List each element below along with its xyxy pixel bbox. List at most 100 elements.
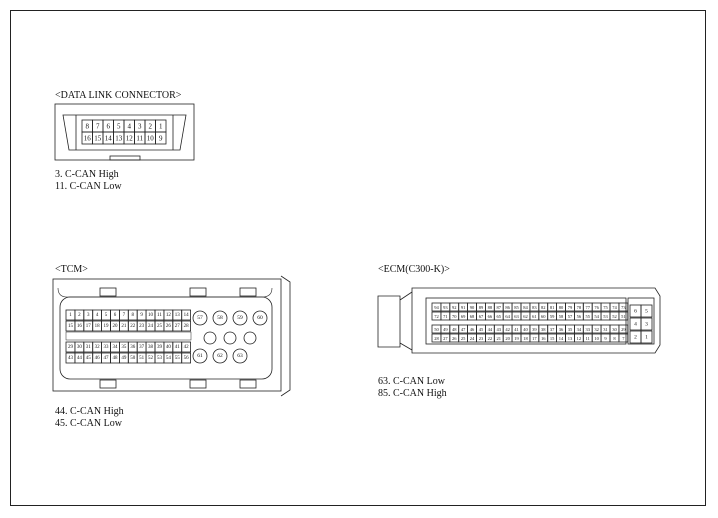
pin-number: 39 xyxy=(157,345,163,350)
pin-number: 34 xyxy=(577,327,582,332)
pin-number: 51 xyxy=(621,314,626,319)
ecm-pin-note: 63. C-CAN Low xyxy=(378,376,445,387)
pin-number: 43 xyxy=(68,356,74,361)
pin-number: 91 xyxy=(461,305,466,310)
pin-number: 12 xyxy=(126,135,134,143)
pin-number: 87 xyxy=(497,305,502,310)
tcm-cavity xyxy=(243,331,257,345)
pin-number: 53 xyxy=(157,356,163,361)
pin-number: 40 xyxy=(523,327,528,332)
pin-number: 26 xyxy=(166,324,172,329)
pin-number: 54 xyxy=(594,314,599,319)
pin-number: 64 xyxy=(505,314,510,319)
pin-number: 63 xyxy=(237,353,243,359)
pin-number: 24 xyxy=(148,324,154,329)
pin-number: 57 xyxy=(568,314,573,319)
ecm-housing xyxy=(411,287,661,354)
tcm-inner-shroud xyxy=(59,296,273,380)
tcm-lock-tab xyxy=(239,379,257,389)
pin-number: 69 xyxy=(461,314,466,319)
tcm-large-pin xyxy=(192,310,208,326)
pin-number: 3 xyxy=(87,313,90,318)
pin-number: 3 xyxy=(645,322,648,328)
pin-number: 46 xyxy=(95,356,101,361)
pin-cell xyxy=(618,324,629,334)
pin-cell xyxy=(640,330,653,344)
pin-number: 92 xyxy=(452,305,457,310)
tcm-lock-tab xyxy=(189,379,207,389)
pin-number: 50 xyxy=(434,327,439,332)
pin-number: 38 xyxy=(148,345,154,350)
pin-number: 11 xyxy=(157,313,162,318)
pin-number: 13 xyxy=(568,336,573,341)
pin-number: 20 xyxy=(505,336,510,341)
pin-number: 27 xyxy=(443,336,448,341)
pin-number: 13 xyxy=(175,313,181,318)
pin-number: 4 xyxy=(96,313,99,318)
pin-number: 8 xyxy=(132,313,135,318)
dlc-pin-note: 11. C-CAN Low xyxy=(55,181,122,192)
pin-number: 88 xyxy=(488,305,493,310)
pin-number: 29 xyxy=(68,345,74,350)
pin-cell xyxy=(618,333,629,343)
pin-cell xyxy=(181,309,191,321)
pin-number: 72 xyxy=(434,314,439,319)
pin-cell xyxy=(618,302,629,312)
pin-number: 30 xyxy=(77,345,83,350)
pin-number: 30 xyxy=(612,327,617,332)
pin-number: 36 xyxy=(559,327,564,332)
tcm-large-pin xyxy=(212,348,228,364)
pin-number: 82 xyxy=(541,305,546,310)
pin-number: 71 xyxy=(443,314,448,319)
pin-number: 23 xyxy=(479,336,484,341)
pin-number: 66 xyxy=(488,314,493,319)
pin-number: 6 xyxy=(107,123,111,131)
pin-number: 60 xyxy=(257,315,263,321)
pin-number: 16 xyxy=(77,324,83,329)
pin-number: 2 xyxy=(78,313,81,318)
pin-number: 50 xyxy=(130,356,136,361)
pin-number: 16 xyxy=(541,336,546,341)
pin-number: 33 xyxy=(586,327,591,332)
pin-number: 84 xyxy=(523,305,528,310)
pin-number: 19 xyxy=(104,324,110,329)
pin-number: 42 xyxy=(184,345,190,350)
pin-number: 29 xyxy=(621,327,626,332)
pin-number: 25 xyxy=(157,324,163,329)
pin-number: 10 xyxy=(594,336,599,341)
pin-number: 5 xyxy=(105,313,108,318)
pin-number: 53 xyxy=(603,314,608,319)
pin-number: 78 xyxy=(577,305,582,310)
pin-number: 20 xyxy=(112,324,118,329)
pin-number: 7 xyxy=(96,123,100,131)
pin-number: 59 xyxy=(237,315,243,321)
pin-number: 35 xyxy=(121,345,127,350)
pin-number: 45 xyxy=(86,356,92,361)
pin-number: 9 xyxy=(159,135,163,143)
tcm-large-pin xyxy=(252,310,268,326)
ecm-pin-note: 85. C-CAN High xyxy=(378,388,447,399)
dlc-pin-note: 3. C-CAN High xyxy=(55,169,119,180)
pin-number: 48 xyxy=(112,356,118,361)
pin-number: 65 xyxy=(497,314,502,319)
pin-number: 47 xyxy=(104,356,110,361)
tcm-title: <TCM> xyxy=(55,264,88,275)
pin-number: 23 xyxy=(139,324,145,329)
pin-number: 42 xyxy=(505,327,510,332)
tcm-separator-rib xyxy=(65,331,192,341)
pin-number: 36 xyxy=(130,345,136,350)
pin-number: 73 xyxy=(621,305,626,310)
pin-number: 4 xyxy=(634,322,637,328)
pin-number: 79 xyxy=(568,305,573,310)
pin-number: 61 xyxy=(532,314,537,319)
pin-number: 1 xyxy=(645,335,648,341)
pin-number: 55 xyxy=(586,314,591,319)
pin-number: 37 xyxy=(139,345,145,350)
pin-number: 21 xyxy=(497,336,502,341)
pin-number: 8 xyxy=(86,123,90,131)
pin-number: 57 xyxy=(197,315,203,321)
pin-number: 49 xyxy=(443,327,448,332)
pin-number: 33 xyxy=(104,345,110,350)
dlc-side-rib xyxy=(75,115,174,150)
